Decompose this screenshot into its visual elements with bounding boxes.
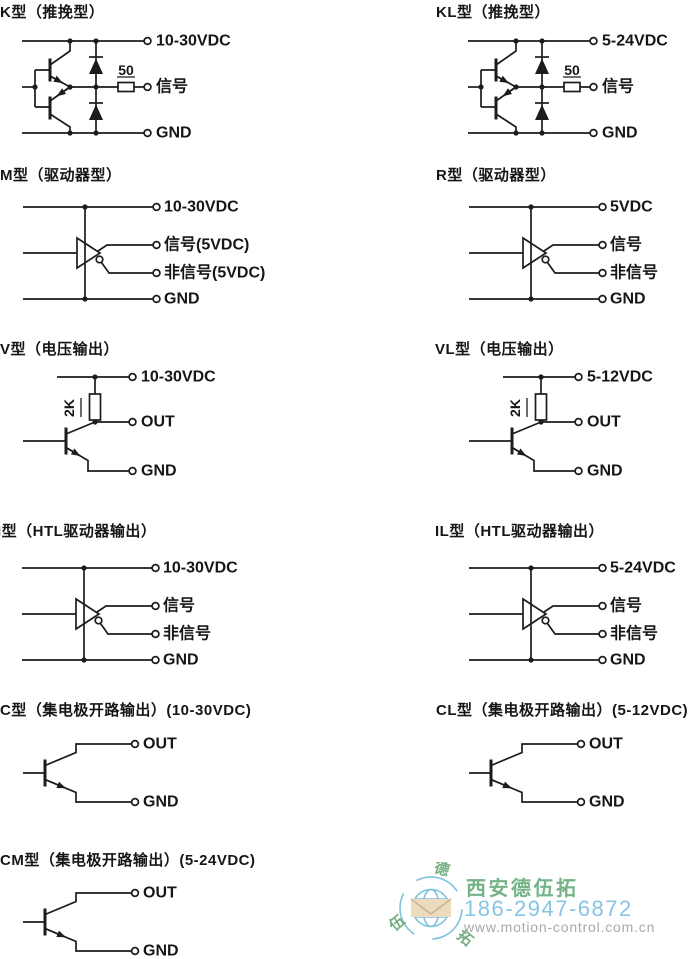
vendor-name: 西安德伍拓 [466, 878, 579, 900]
terminal-label-out: OUT [141, 414, 175, 431]
resistor-value: 2K [507, 399, 523, 417]
vendor-logo: 德 伍 拓 [385, 862, 477, 950]
circuit-title-c: C型（集电极开路输出）(10-30VDC) [0, 702, 252, 719]
terminal-label-out: OUT [143, 885, 177, 902]
oc-circuit-c [23, 741, 138, 806]
pushpull-circuit-k [22, 38, 151, 137]
terminal-label-signal: 信号 [610, 235, 642, 254]
terminal-label-signal-inverted: 非信号 [610, 263, 658, 282]
circuit-title-il: IL型（HTL驱动器输出） [435, 523, 604, 540]
circuit-title-m: M型（驱动器型） [0, 167, 122, 184]
circuit-title-v: V型（电压输出） [0, 341, 120, 358]
terminal-label-signal: 信号 [602, 77, 634, 96]
terminal-label-vcc: 5-12VDC [587, 369, 653, 386]
circuit-title-cm: CM型（集电极开路输出）(5-24VDC) [0, 852, 256, 869]
driver-circuit-m [22, 202, 161, 304]
oc-circuit-cm [23, 890, 138, 955]
terminal-label-vcc: 5-24VDC [602, 33, 668, 50]
terminal-label-gnd: GND [610, 652, 646, 669]
terminal-label-signal: 信号(5VDC) [164, 235, 249, 254]
voltage-circuit-v [23, 374, 136, 475]
terminal-label-gnd: GND [610, 291, 646, 308]
terminal-label-out: OUT [587, 414, 621, 431]
terminal-label-signal: 信号 [163, 596, 195, 615]
circuit-title-k: K型（推挽型） [0, 4, 105, 21]
terminal-label-gnd: GND [163, 652, 199, 669]
envelope-icon [411, 899, 451, 917]
resistor-value: 2K [61, 399, 77, 417]
terminal-label-vcc: 5VDC [610, 199, 653, 216]
terminal-label-signal: 信号 [610, 596, 642, 615]
terminal-label-vcc: 10-30VDC [163, 560, 238, 577]
vendor-url: www.motion-control.com.cn [464, 919, 656, 935]
terminal-label-out: OUT [589, 736, 623, 753]
circuit-title-cl: CL型（集电极开路输出）(5-12VDC) [436, 702, 689, 719]
terminal-label-gnd: GND [164, 291, 200, 308]
terminal-label-gnd: GND [141, 463, 177, 480]
terminal-label-gnd: GND [587, 463, 623, 480]
resistor-value: 50 [564, 62, 580, 78]
terminal-label-gnd: GND [589, 794, 625, 811]
terminal-label-signal-inverted: 非信号 [163, 624, 211, 643]
pushpull-circuit-kl [468, 38, 597, 137]
terminal-label-gnd: GND [156, 125, 192, 142]
terminal-label-vcc: 5-24VDC [610, 560, 676, 577]
circuit-title-vl: VL型（电压输出） [435, 341, 564, 358]
driver-circuit-r [468, 202, 607, 304]
terminal-label-signal-inverted: 非信号 [610, 624, 658, 643]
driver-circuit-i [21, 563, 160, 665]
terminal-label-gnd: GND [143, 794, 179, 811]
terminal-label-signal: 信号 [156, 77, 188, 96]
circuit-title-r: R型（驱动器型） [436, 167, 556, 184]
terminal-label-vcc: 10-30VDC [164, 199, 239, 216]
logo-char-top: 德 [432, 862, 452, 880]
terminal-label-signal-inverted: 非信号(5VDC) [164, 263, 265, 282]
terminal-label-gnd: GND [143, 943, 179, 959]
terminal-label-out: OUT [143, 736, 177, 753]
terminal-label-vcc: 10-30VDC [141, 369, 216, 386]
oc-circuit-cl [469, 741, 584, 806]
terminal-label-vcc: 10-30VDC [156, 33, 231, 50]
circuit-title-kl: KL型（推挽型） [436, 4, 550, 21]
vendor-phone: 186-2947-6872 [464, 896, 633, 921]
logo-char-bottom-left: 伍 [385, 911, 409, 935]
terminal-label-gnd: GND [602, 125, 638, 142]
resistor-value: 50 [118, 62, 134, 78]
voltage-circuit-vl [469, 374, 582, 475]
circuit-title-i: I型（HTL驱动器输出） [0, 523, 157, 540]
driver-circuit-il [468, 563, 607, 665]
